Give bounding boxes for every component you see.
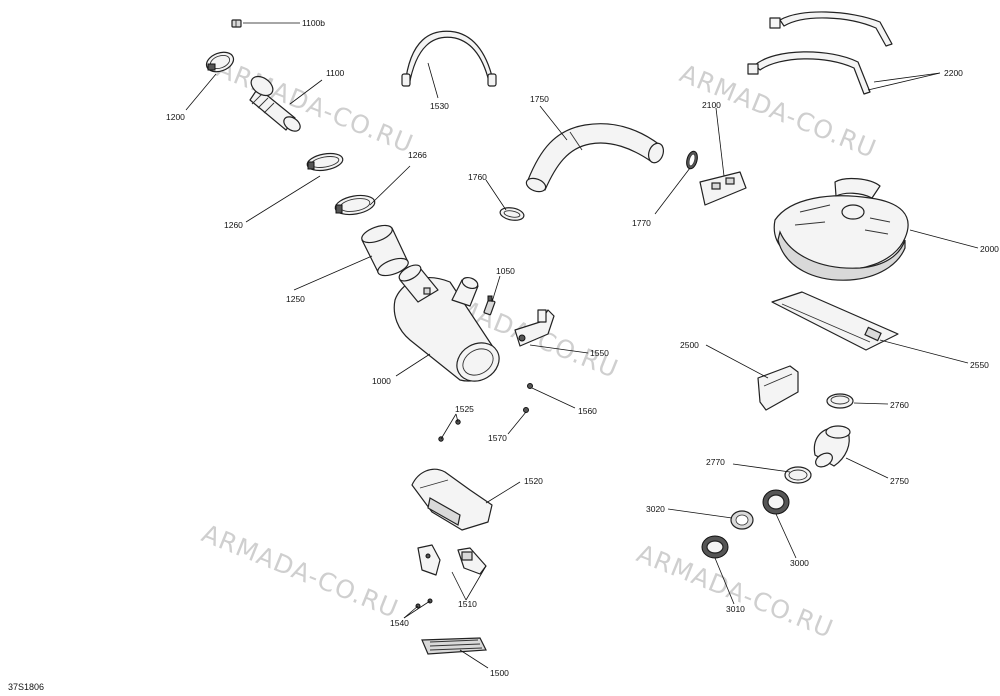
callout-2760: 2760 xyxy=(890,400,909,410)
part-1520-heat-shield[interactable] xyxy=(411,468,493,531)
callout-1750: 1750 xyxy=(530,94,549,104)
part-1510-brackets[interactable] xyxy=(417,544,487,576)
part-1570-bolt[interactable] xyxy=(523,407,529,413)
part-1540-bolts[interactable] xyxy=(415,598,433,609)
part-1100b-bolt[interactable] xyxy=(231,19,242,28)
part-1530-strap[interactable] xyxy=(401,30,497,87)
part-1050-sensor[interactable] xyxy=(483,295,496,316)
part-1500-mesh[interactable] xyxy=(421,637,487,655)
part-1266-clamp[interactable] xyxy=(334,193,377,218)
callout-1525: 1525 xyxy=(455,404,474,414)
callout-1520: 1520 xyxy=(524,476,543,486)
callout-1550: 1550 xyxy=(590,348,609,358)
callout-labels: 1100b 1100 1200 1530 1750 2100 2200 1760… xyxy=(166,18,999,678)
part-1260-clamp[interactable] xyxy=(306,151,344,173)
part-1770-gasket[interactable] xyxy=(685,150,699,170)
watermarks: ARMADA-CO.RU ARMADA-CO.RU ARMADA-CO.RU A… xyxy=(198,54,881,644)
callout-1100b: 1100b xyxy=(302,18,325,28)
callout-1760: 1760 xyxy=(468,172,487,182)
part-1560-bolt[interactable] xyxy=(527,383,533,389)
leader-lines xyxy=(185,22,979,669)
drawing-code: 37S1806 xyxy=(8,682,44,692)
callout-1250: 1250 xyxy=(286,294,305,304)
callout-1510: 1510 xyxy=(458,599,477,609)
part-1760-clamp[interactable] xyxy=(499,206,525,222)
callout-2100: 2100 xyxy=(702,100,721,110)
callout-3000: 3000 xyxy=(790,558,809,568)
callout-2000: 2000 xyxy=(980,244,999,254)
callout-1200: 1200 xyxy=(166,112,185,122)
callout-1260: 1260 xyxy=(224,220,243,230)
callout-2550: 2550 xyxy=(970,360,989,370)
part-3000-grommet[interactable] xyxy=(762,489,790,515)
part-1100-flex-pipe[interactable] xyxy=(248,73,303,135)
callout-2500: 2500 xyxy=(680,340,699,350)
callout-1530: 1530 xyxy=(430,101,449,111)
part-1250-sleeve[interactable] xyxy=(360,222,411,279)
callout-1770: 1770 xyxy=(632,218,651,228)
part-2000-silencer[interactable] xyxy=(773,177,909,281)
part-2760-ring[interactable] xyxy=(826,393,854,409)
part-1750-curved-pipe[interactable] xyxy=(525,123,666,194)
watermark-2: ARMADA-CO.RU xyxy=(676,59,881,164)
callout-1540: 1540 xyxy=(390,618,409,628)
watermark-4: ARMADA-CO.RU xyxy=(198,519,403,624)
part-1550-bracket[interactable] xyxy=(514,309,555,347)
watermark-5: ARMADA-CO.RU xyxy=(633,539,838,644)
part-2750-elbow[interactable] xyxy=(813,425,851,470)
callout-1100: 1100 xyxy=(326,68,345,78)
callout-2770: 2770 xyxy=(706,457,725,467)
callout-1000: 1000 xyxy=(372,376,391,386)
callout-1050: 1050 xyxy=(496,266,515,276)
callout-3010: 3010 xyxy=(726,604,745,614)
part-2200-straps[interactable] xyxy=(747,11,893,95)
part-1200-clamp[interactable] xyxy=(204,49,236,75)
part-2550-heat-shield[interactable] xyxy=(771,291,899,351)
part-3010-ring[interactable] xyxy=(701,535,729,559)
part-2500-bracket[interactable] xyxy=(757,365,799,411)
callout-2750: 2750 xyxy=(890,476,909,486)
part-2100-bracket[interactable] xyxy=(699,171,747,206)
watermark-1: ARMADA-CO.RU xyxy=(213,54,418,159)
callout-2200: 2200 xyxy=(944,68,963,78)
callout-1266: 1266 xyxy=(408,150,427,160)
part-2770-clamp[interactable] xyxy=(784,466,812,484)
callout-1500: 1500 xyxy=(490,668,509,678)
callout-1560: 1560 xyxy=(578,406,597,416)
part-3020-ring[interactable] xyxy=(730,510,754,530)
part-1000-muffler[interactable] xyxy=(393,262,506,389)
callout-1570: 1570 xyxy=(488,433,507,443)
callout-3020: 3020 xyxy=(646,504,665,514)
